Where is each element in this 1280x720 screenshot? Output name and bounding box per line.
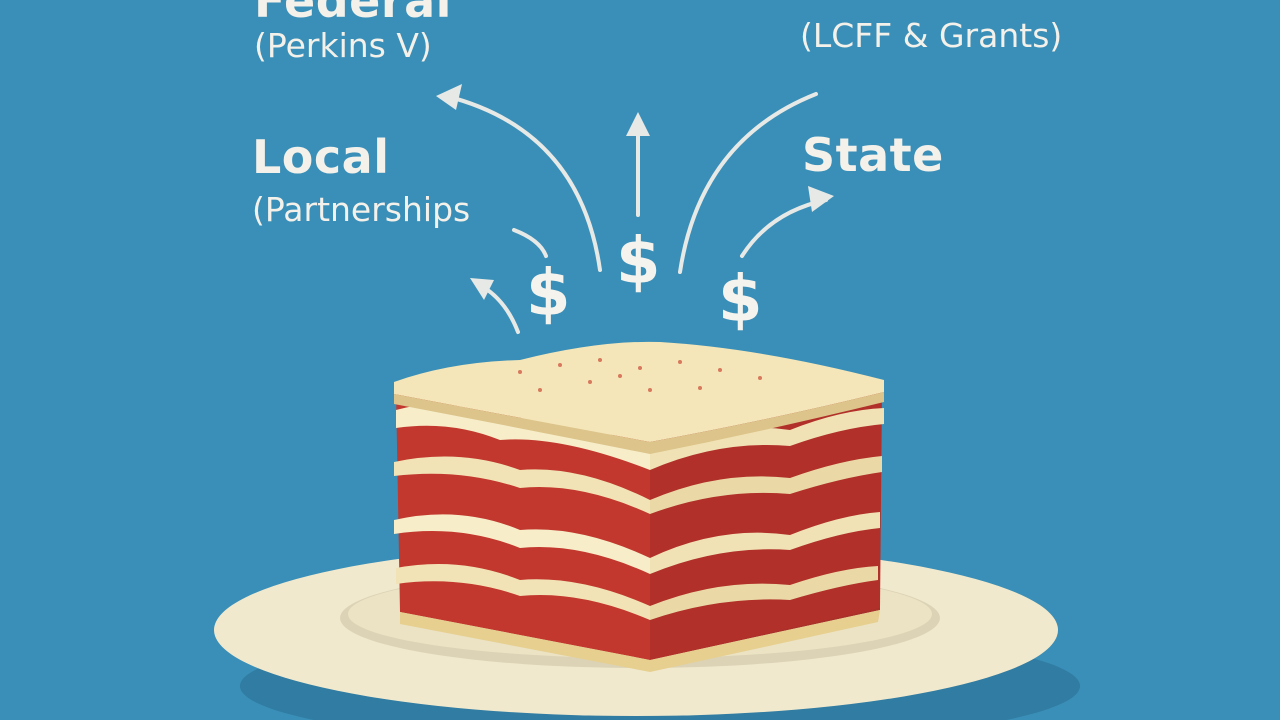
- local-title: Local: [252, 130, 390, 184]
- federal-subtitle: (Perkins V): [254, 26, 432, 65]
- state-title: State: [802, 128, 944, 182]
- dollar-sign-icon: $: [718, 263, 763, 337]
- seasoning-specks: [518, 358, 762, 392]
- local-subtitle: (Partnerships: [252, 190, 471, 229]
- curved-arrow-icon: [678, 92, 818, 274]
- state-subtitle: (LCFF & Grants): [800, 16, 1063, 55]
- federal-title: Federal: [254, 0, 452, 28]
- dollar-sign-icon: $: [526, 257, 571, 331]
- curved-arrow-icon: [444, 94, 602, 272]
- curved-arrow-icon: [512, 228, 548, 258]
- dollar-sign-icon: $: [616, 225, 661, 299]
- arrow-heads: [436, 84, 834, 300]
- lasagna-illustration: [394, 341, 884, 672]
